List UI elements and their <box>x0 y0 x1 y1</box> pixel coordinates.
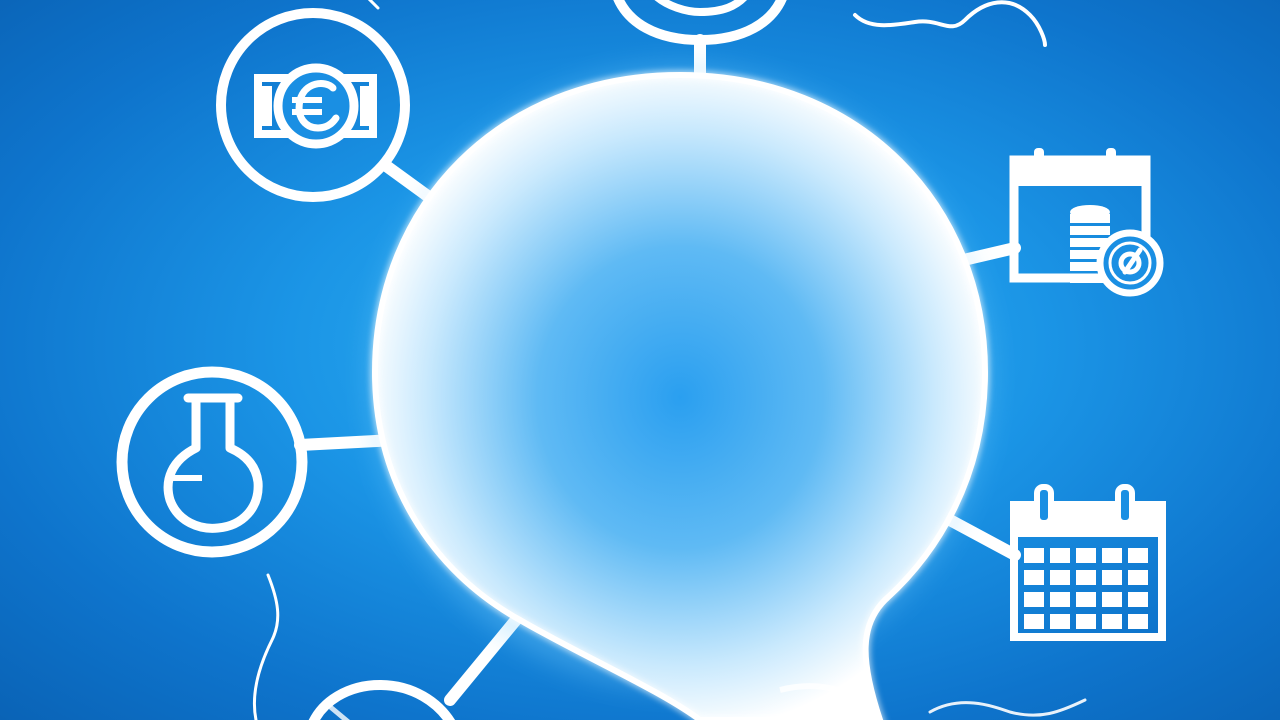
lightbulb-body <box>371 71 989 720</box>
top-partial-circle-icon <box>613 0 787 46</box>
chemistry-flask-icon <box>116 366 308 558</box>
calendar-grid-icon <box>1010 484 1166 641</box>
calendar-coins-icon <box>1009 148 1164 297</box>
bottom-partial-circle-icon <box>308 679 456 720</box>
euro-banknote-icon <box>216 8 410 202</box>
lightbulb <box>369 68 991 720</box>
decorative-squiggles <box>252 0 1087 720</box>
